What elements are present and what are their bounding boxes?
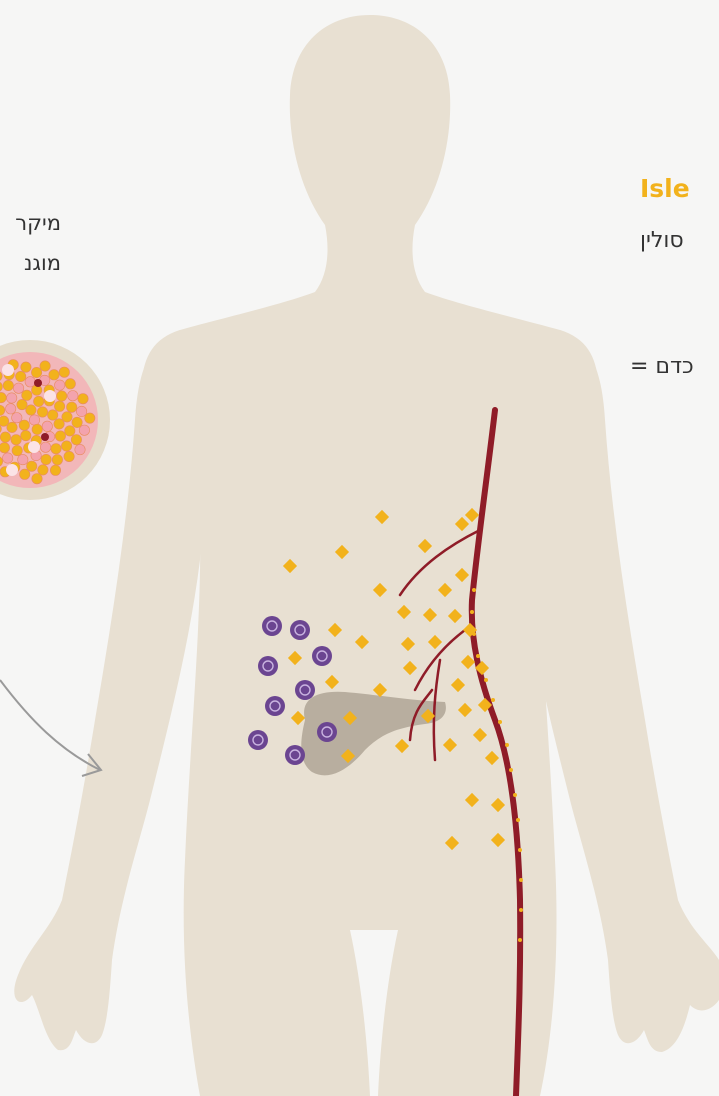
immune-cell-icon — [285, 745, 305, 765]
islet-microscope-icon — [0, 340, 110, 500]
left-label-line1: מיקר — [15, 208, 61, 238]
immune-cell-icon — [248, 730, 268, 750]
right-label-line1: סולין — [640, 226, 684, 256]
immune-cell-icon — [295, 680, 315, 700]
right-label-line2: כדם = — [630, 352, 694, 382]
left-label-line2: מוגנ — [24, 248, 61, 278]
immune-cell-icon — [312, 646, 332, 666]
immune-cell-icon — [265, 696, 285, 716]
islet-title: Isle — [640, 174, 690, 204]
immune-cell-icon — [258, 656, 278, 676]
body-silhouette — [14, 15, 719, 1096]
arrow-icon — [0, 680, 101, 776]
immune-cell-icon — [290, 620, 310, 640]
immune-cell-icon — [317, 722, 337, 742]
immune-cell-icon — [262, 616, 282, 636]
